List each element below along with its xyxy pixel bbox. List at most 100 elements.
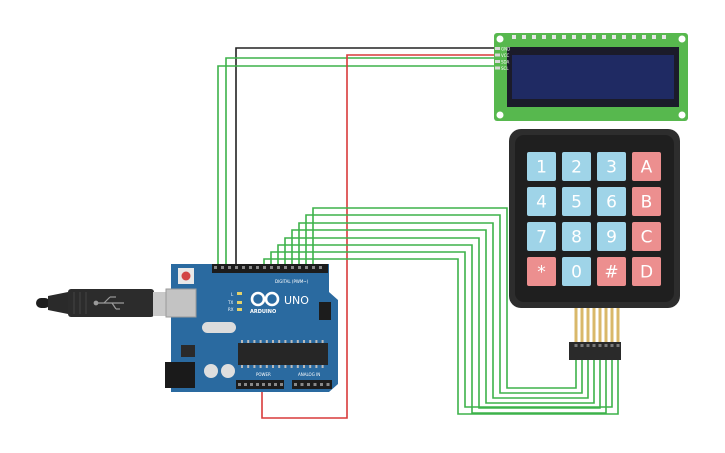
chip-leg xyxy=(284,365,287,368)
key-5[interactable]: 5 xyxy=(562,187,591,216)
usb-cable[interactable] xyxy=(36,289,185,317)
lcd-pad xyxy=(532,35,536,39)
digital-pin[interactable] xyxy=(263,266,266,269)
digital-pin[interactable] xyxy=(256,266,259,269)
key-0[interactable]: 0 xyxy=(562,257,591,286)
key-7[interactable]: 7 xyxy=(527,222,556,251)
wire-lcd-sda[interactable] xyxy=(225,57,501,267)
connector-pin xyxy=(598,344,602,347)
key-face xyxy=(562,187,591,216)
capacitor-1 xyxy=(204,364,218,378)
digital-pin[interactable] xyxy=(221,266,224,269)
chip-legs xyxy=(241,340,324,368)
digital-header-label: DIGITAL (PWM~) xyxy=(275,279,309,284)
analog-pin[interactable] xyxy=(320,383,323,386)
led-label-l: L xyxy=(231,292,234,297)
lcd-pin-vcc[interactable] xyxy=(495,53,500,57)
digital-pin[interactable] xyxy=(235,266,238,269)
analog-pin[interactable] xyxy=(307,383,310,386)
key-2[interactable]: 2 xyxy=(562,152,591,181)
digital-pin[interactable] xyxy=(270,266,273,269)
analog-label: ANALOG IN xyxy=(298,372,320,377)
analog-pin[interactable] xyxy=(326,383,330,386)
wire-keypad-5[interactable] xyxy=(284,237,601,409)
wire-keypad-6[interactable] xyxy=(277,244,607,414)
key-A[interactable]: A xyxy=(632,152,661,181)
key-label: * xyxy=(537,263,546,283)
wire-keypad-1[interactable] xyxy=(312,207,577,389)
ribbon-lead xyxy=(586,308,590,342)
chip-leg xyxy=(309,365,312,368)
lcd-pad xyxy=(642,35,646,39)
wire-lcd-vcc[interactable] xyxy=(261,54,501,419)
key-3[interactable]: 3 xyxy=(597,152,626,181)
keypad-connector-pins xyxy=(574,344,620,347)
power-pin[interactable] xyxy=(268,383,271,386)
power-pin[interactable] xyxy=(256,383,259,386)
chip-leg xyxy=(284,340,287,343)
key-6[interactable]: 6 xyxy=(597,187,626,216)
digital-pin[interactable] xyxy=(284,266,287,269)
analog-pin[interactable] xyxy=(313,383,317,386)
key-label: 0 xyxy=(571,263,582,283)
key-face xyxy=(597,222,626,251)
key-*[interactable]: * xyxy=(527,257,556,286)
ribbon-lead xyxy=(604,308,608,342)
lcd-pin-label: GND xyxy=(501,47,510,52)
key-#[interactable]: # xyxy=(597,257,626,286)
key-label: 7 xyxy=(536,228,547,248)
digital-pin[interactable] xyxy=(242,266,245,269)
analog-pin[interactable] xyxy=(300,383,304,386)
power-pin[interactable] xyxy=(250,383,253,386)
power-pin[interactable] xyxy=(280,383,283,386)
power-pin[interactable] xyxy=(238,383,241,386)
lcd-pad xyxy=(612,35,616,39)
lcd-pin-sda[interactable] xyxy=(495,60,500,63)
key-D[interactable]: D xyxy=(632,257,661,286)
digital-pin[interactable] xyxy=(319,266,322,269)
digital-pin[interactable] xyxy=(298,266,301,269)
digital-pin[interactable] xyxy=(277,266,280,269)
arduino-uno[interactable]: L TX RX ARDUINO UNO DIGITAL (PWM~) POWER… xyxy=(165,264,338,392)
lcd-pin-gnd[interactable] xyxy=(495,47,500,50)
chip-leg xyxy=(265,365,268,368)
lcd-pad xyxy=(512,35,516,39)
digital-pin[interactable] xyxy=(249,266,252,269)
wire-lcd-gnd[interactable] xyxy=(235,47,501,267)
key-1[interactable]: 1 xyxy=(527,152,556,181)
digital-pin[interactable] xyxy=(214,266,217,269)
key-label: 5 xyxy=(571,193,582,213)
digital-pin[interactable] xyxy=(312,266,315,269)
lcd-pin-scl[interactable] xyxy=(495,66,500,70)
lcd-screen xyxy=(512,55,674,99)
key-4[interactable]: 4 xyxy=(527,187,556,216)
key-B[interactable]: B xyxy=(632,187,661,216)
digital-pin[interactable] xyxy=(291,266,294,269)
chip-leg xyxy=(241,365,243,368)
chip-leg xyxy=(241,340,243,343)
digital-pin[interactable] xyxy=(305,266,308,269)
power-pin[interactable] xyxy=(262,383,265,386)
chip-leg xyxy=(303,340,305,343)
chip-leg xyxy=(272,340,274,343)
key-9[interactable]: 9 xyxy=(597,222,626,251)
chip-leg xyxy=(259,340,262,343)
key-C[interactable]: C xyxy=(632,222,661,251)
usb-plug-ridges xyxy=(73,292,87,314)
wire-lcd-scl[interactable] xyxy=(217,65,501,267)
digital-pin[interactable] xyxy=(228,266,231,269)
reset-button[interactable] xyxy=(181,271,191,281)
analog-pin[interactable] xyxy=(294,383,297,386)
connector-pin xyxy=(610,344,614,347)
power-pin[interactable] xyxy=(274,383,277,386)
wire-keypad-8[interactable] xyxy=(263,258,619,415)
lcd-pin-label: VCC xyxy=(501,53,510,58)
key-8[interactable]: 8 xyxy=(562,222,591,251)
chip-leg xyxy=(290,365,293,368)
wire-keypad-4[interactable] xyxy=(291,229,595,404)
wire-keypad-7[interactable] xyxy=(270,251,613,408)
power-pin[interactable] xyxy=(244,383,247,386)
